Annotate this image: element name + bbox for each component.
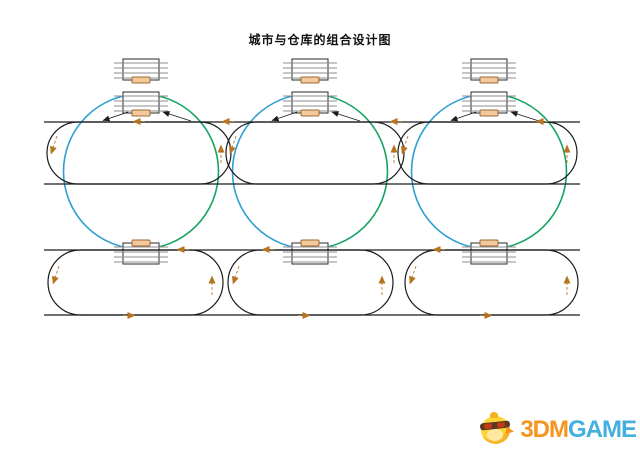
station-building (300, 109, 320, 117)
page-title: 城市与仓库的组合设计图 (248, 33, 392, 47)
flow-direction-arrow (52, 265, 60, 285)
brand-text: 3DMGAME (520, 416, 637, 443)
brand-game: GAME (568, 416, 637, 443)
upper-loop-track (397, 121, 578, 185)
city-circle-left-arc (231, 93, 311, 250)
flow-direction-arrow (401, 135, 409, 155)
city-circle-left-arc (62, 93, 142, 250)
flow-direction-arrow (409, 265, 417, 285)
station-building (300, 239, 320, 247)
flow-direction-arrow (229, 135, 237, 155)
station-building (479, 109, 499, 117)
station-to-line-arrow (271, 111, 298, 122)
city-circle-right-arc (309, 93, 389, 250)
station-building (479, 239, 499, 247)
station-to-line-arrow (162, 111, 192, 122)
chick-mascot-icon (478, 412, 518, 447)
station-building (131, 109, 151, 117)
city-circle-left-arc (410, 93, 490, 250)
station-to-line-arrow (331, 111, 361, 122)
flow-direction-arrow (50, 135, 58, 155)
station-building (131, 239, 151, 247)
station-to-line-arrow (102, 111, 129, 122)
station-building (479, 76, 499, 84)
station-building (300, 76, 320, 84)
city-circle-right-arc (140, 93, 220, 250)
upper-loop-track (225, 121, 405, 185)
station-building (131, 76, 151, 84)
city-circle-right-arc (488, 93, 568, 250)
station-to-line-arrow (450, 111, 477, 122)
flow-direction-arrow (232, 265, 240, 285)
3dmgame-watermark: 3DMGAME (478, 412, 637, 448)
station-to-line-arrow (510, 111, 540, 122)
brand-3dm: 3DM (520, 416, 569, 443)
